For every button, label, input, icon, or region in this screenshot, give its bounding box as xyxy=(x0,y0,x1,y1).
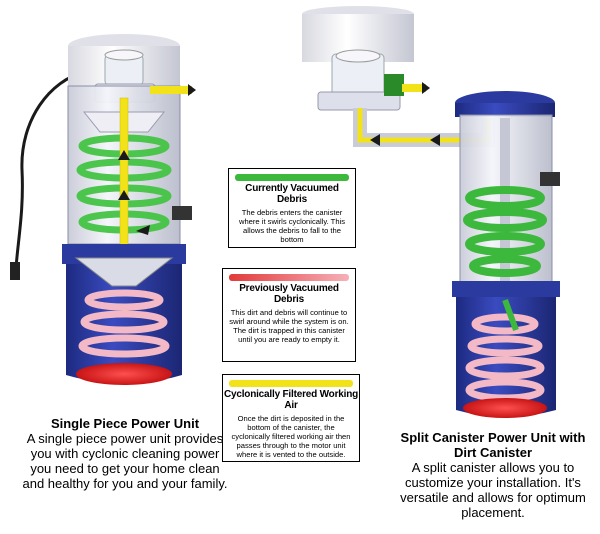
legend-swatch-yellow xyxy=(229,380,353,387)
legend-title: Cyclonically Filtered Working Air xyxy=(223,389,359,411)
caption-heading: Split Canister Power Unit with Dirt Cani… xyxy=(400,430,586,460)
caption-body: A single piece power unit provides you w… xyxy=(22,431,228,491)
legend-description: The debris enters the canister where it … xyxy=(238,208,346,244)
legend-description: Once the dirt is deposited in the bottom… xyxy=(231,414,351,459)
split-canister-unit xyxy=(302,6,560,418)
caption-split-canister: Split Canister Power Unit with Dirt Cani… xyxy=(388,430,598,520)
legend-swatch-green xyxy=(235,174,349,181)
legend-title: Currently Vacuumed Debris xyxy=(245,183,339,205)
legend-description: This dirt and debris will continue to sw… xyxy=(229,308,349,344)
single-piece-unit xyxy=(10,34,196,385)
caption-body: A split canister allows you to customize… xyxy=(400,460,586,520)
legend-title: Previously Vacuumed Debris xyxy=(239,283,339,305)
legend-swatch-red xyxy=(229,274,349,281)
legend-previously-vacuumed: Previously Vacuumed Debris This dirt and… xyxy=(222,268,356,362)
caption-single-piece: Single Piece Power Unit A single piece p… xyxy=(20,416,230,491)
legend-currently-vacuumed: Currently Vacuumed Debris The debris ent… xyxy=(228,168,356,248)
legend-filtered-air: Cyclonically Filtered Working Air Once t… xyxy=(222,374,360,462)
caption-heading: Single Piece Power Unit xyxy=(50,416,200,431)
